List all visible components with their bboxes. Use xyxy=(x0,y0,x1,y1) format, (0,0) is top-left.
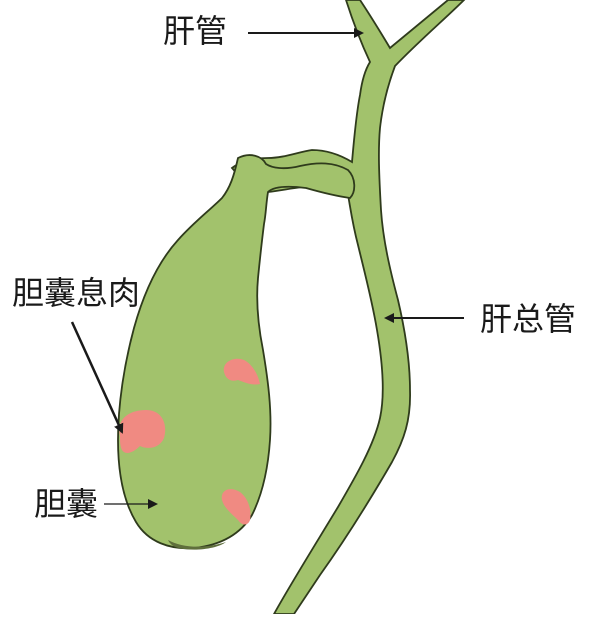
hepatic-duct-label: 肝管 xyxy=(163,12,228,50)
polyp-lower xyxy=(221,489,251,525)
polyp-large xyxy=(119,410,166,453)
polyp-upper xyxy=(223,358,260,385)
gallbladder-label: 胆囊 xyxy=(34,485,99,523)
common-hepatic-duct-label: 肝总管 xyxy=(480,300,577,338)
gallbladder-polyp-arrow xyxy=(70,321,124,434)
gallbladder-polyp-label: 胆囊息肉 xyxy=(12,274,141,312)
gallbladder-body xyxy=(117,154,356,550)
gallbladder-fundus-shadow xyxy=(168,540,226,550)
duct-system xyxy=(230,0,466,615)
